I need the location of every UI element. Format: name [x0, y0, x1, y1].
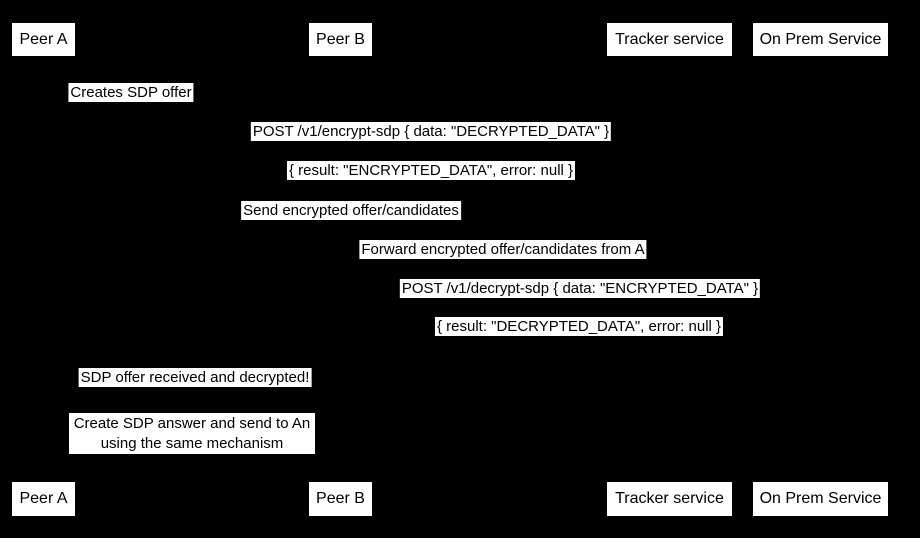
actor-on-prem-service-bottom: On Prem Service	[752, 481, 889, 517]
note-create-sdp-answer: Create SDP answer and send to An using t…	[68, 412, 316, 455]
message-send-encrypted-offer: Send encrypted offer/candidates	[241, 201, 461, 220]
message-encrypt-result: { result: "ENCRYPTED_DATA", error: null …	[286, 161, 576, 180]
arrowhead	[340, 337, 351, 345]
message-creates-sdp-offer: Creates SDP offer	[68, 83, 194, 102]
arrowhead	[340, 259, 351, 267]
arrowhead	[43, 111, 54, 119]
actor-peer-b-bottom: Peer B	[308, 481, 373, 517]
arrowhead	[43, 387, 54, 395]
actor-peer-a-top: Peer A	[11, 22, 76, 57]
arrowhead	[810, 142, 821, 150]
message-sdp-offer-received: SDP offer received and decrypted!	[78, 368, 312, 387]
arrowhead	[659, 220, 670, 228]
message-post-encrypt-sdp: POST /v1/encrypt-sdp { data: "DECRYPTED_…	[250, 122, 612, 141]
message-forward-encrypted-offer: Forward encrypted offer/candidates from …	[359, 240, 647, 259]
note-line-1: Create SDP answer and send to An	[73, 414, 311, 432]
actor-peer-a-bottom: Peer A	[11, 481, 76, 517]
message-post-decrypt-sdp: POST /v1/decrypt-sdp { data: "ENCRYPTED_…	[399, 279, 761, 298]
actor-peer-b-top: Peer B	[308, 22, 373, 57]
actor-tracker-service-bottom: Tracker service	[606, 481, 733, 517]
actor-on-prem-service-top: On Prem Service	[752, 22, 889, 57]
arrowhead	[43, 181, 54, 189]
note-line-2: using the same mechanism	[100, 434, 284, 452]
arrow-self-peer-a	[43, 102, 82, 116]
message-decrypt-result: { result: "DECRYPTED_DATA", error: null …	[434, 317, 724, 336]
arrowhead	[810, 300, 821, 308]
actor-tracker-service-top: Tracker service	[606, 22, 733, 57]
